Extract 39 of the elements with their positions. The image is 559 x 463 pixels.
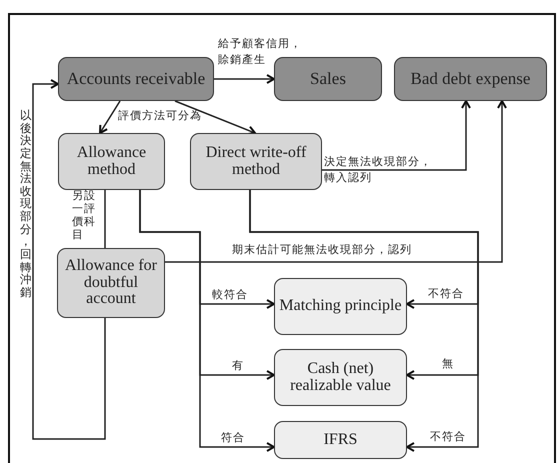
- connector-line: [104, 190, 106, 248]
- arrow: [249, 190, 479, 452]
- process-box: [190, 133, 322, 190]
- edge-label: 決定無法收現部分，轉入認列: [324, 154, 433, 186]
- box-label: IFRS: [324, 432, 358, 448]
- edge-label: 不符合: [428, 287, 465, 302]
- arrow: [174, 100, 256, 136]
- arrow: [139, 190, 275, 452]
- arrow: [165, 100, 507, 263]
- box-label: Direct write-off method: [204, 144, 308, 178]
- process-box: [274, 349, 407, 406]
- arrow: [32, 79, 106, 440]
- process-box: [274, 57, 382, 101]
- process-box: [394, 57, 547, 101]
- edge-label: 無: [442, 357, 455, 372]
- process-box: [57, 248, 165, 318]
- process-box: [58, 57, 214, 101]
- process-box: [274, 278, 407, 335]
- box-label: Allowance for doubtful account: [64, 258, 158, 308]
- box-label: Cash (net) realizable value: [289, 360, 392, 394]
- arrow: [99, 100, 121, 134]
- arrow: [322, 100, 471, 171]
- process-box: [274, 421, 407, 459]
- edge-label: 評價方法可分為: [118, 108, 203, 124]
- edge-label: 符合: [221, 431, 246, 446]
- edge-label: 以後決定無法收現部分，回轉沖銷: [20, 110, 32, 300]
- box-label: Matching principle: [279, 298, 402, 315]
- edge-label: 較符合: [212, 288, 249, 303]
- box-label: Accounts receivable: [66, 70, 206, 88]
- edge-label: 不符合: [430, 430, 467, 445]
- edge-label: 期末估計可能無法收現部分，認列: [232, 242, 413, 258]
- box-label: Bad debt expense: [410, 70, 530, 88]
- arrow: [214, 74, 275, 84]
- edge-label: 另設一評價科目: [72, 190, 97, 242]
- box-label: Sales: [310, 70, 346, 88]
- process-box: [58, 133, 165, 190]
- edge-label: 給予顧客信用，賒銷產生: [218, 36, 303, 68]
- box-label: Allowance method: [76, 144, 148, 178]
- edge-label: 有: [232, 359, 245, 374]
